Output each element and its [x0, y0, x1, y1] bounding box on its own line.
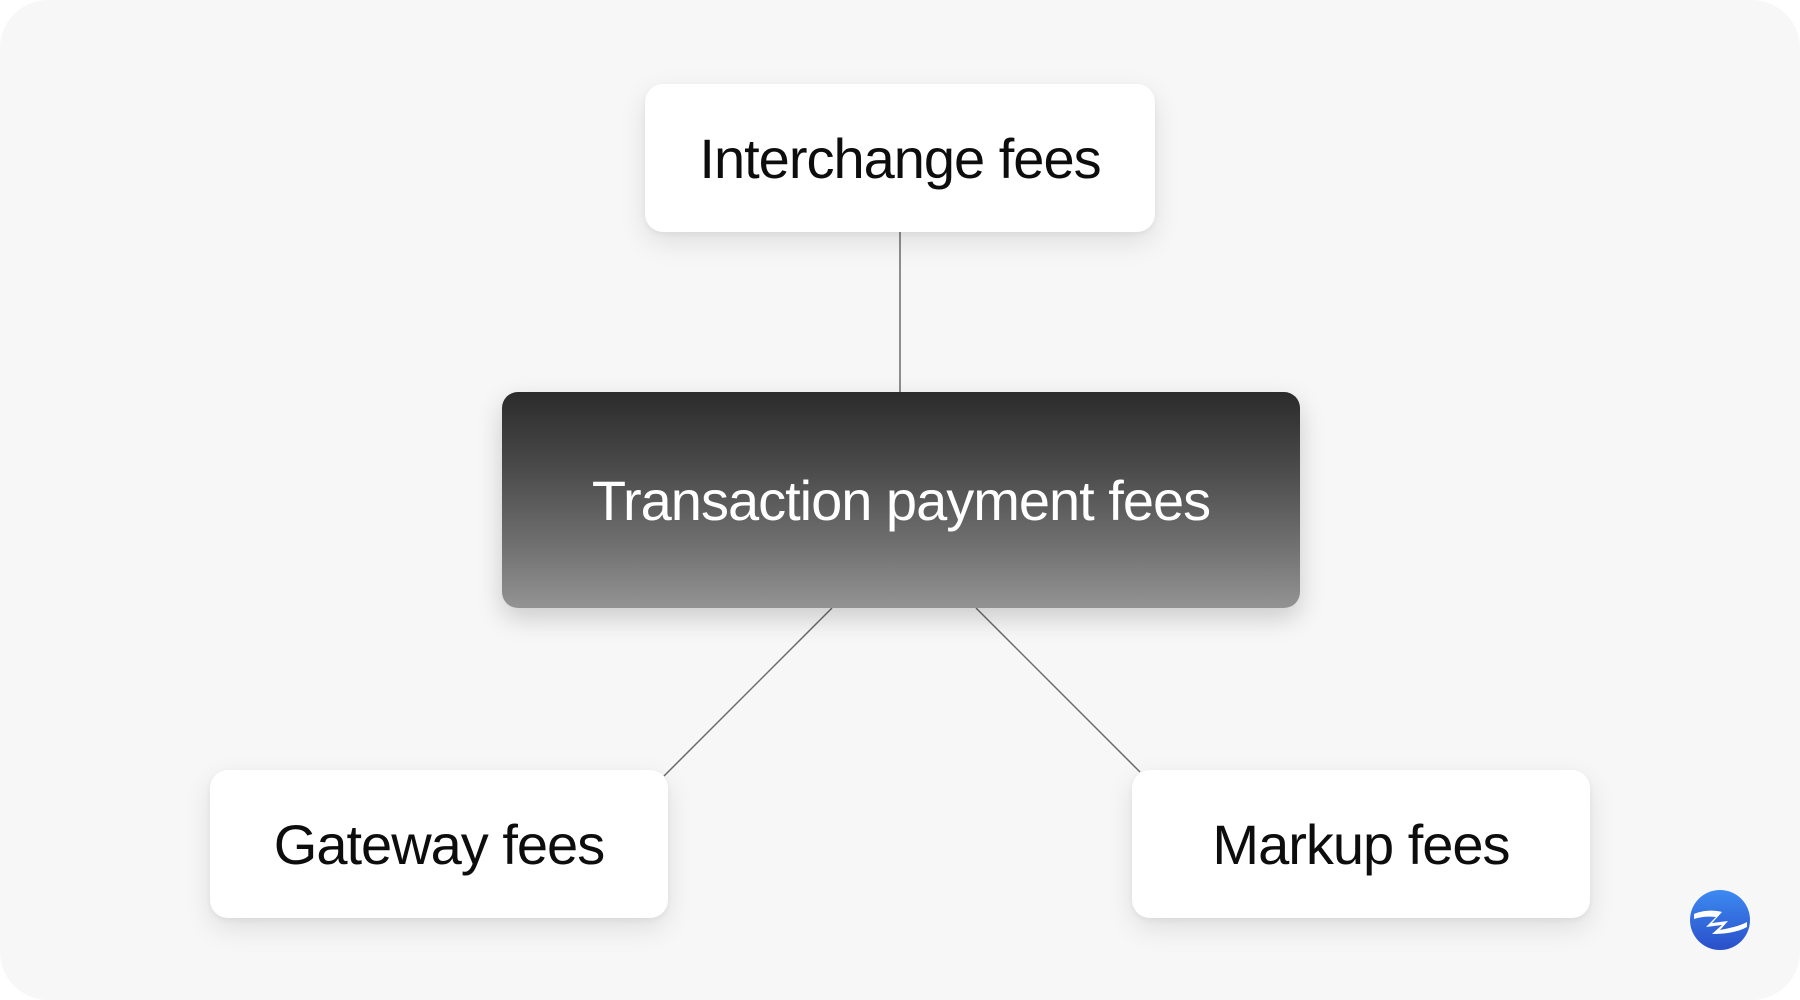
node-label: Interchange fees [699, 126, 1101, 190]
node-transaction-payment-fees: Transaction payment fees [502, 392, 1300, 608]
connector-center-to-markup [975, 607, 1141, 773]
node-label: Markup fees [1212, 812, 1510, 876]
node-markup-fees: Markup fees [1132, 770, 1590, 918]
node-gateway-fees: Gateway fees [210, 770, 668, 918]
node-interchange-fees: Interchange fees [645, 84, 1155, 232]
node-label: Gateway fees [273, 812, 605, 876]
lightning-bolt-logo-icon [1690, 890, 1750, 950]
connector-center-to-gateway [663, 607, 833, 777]
node-label: Transaction payment fees [591, 468, 1211, 532]
